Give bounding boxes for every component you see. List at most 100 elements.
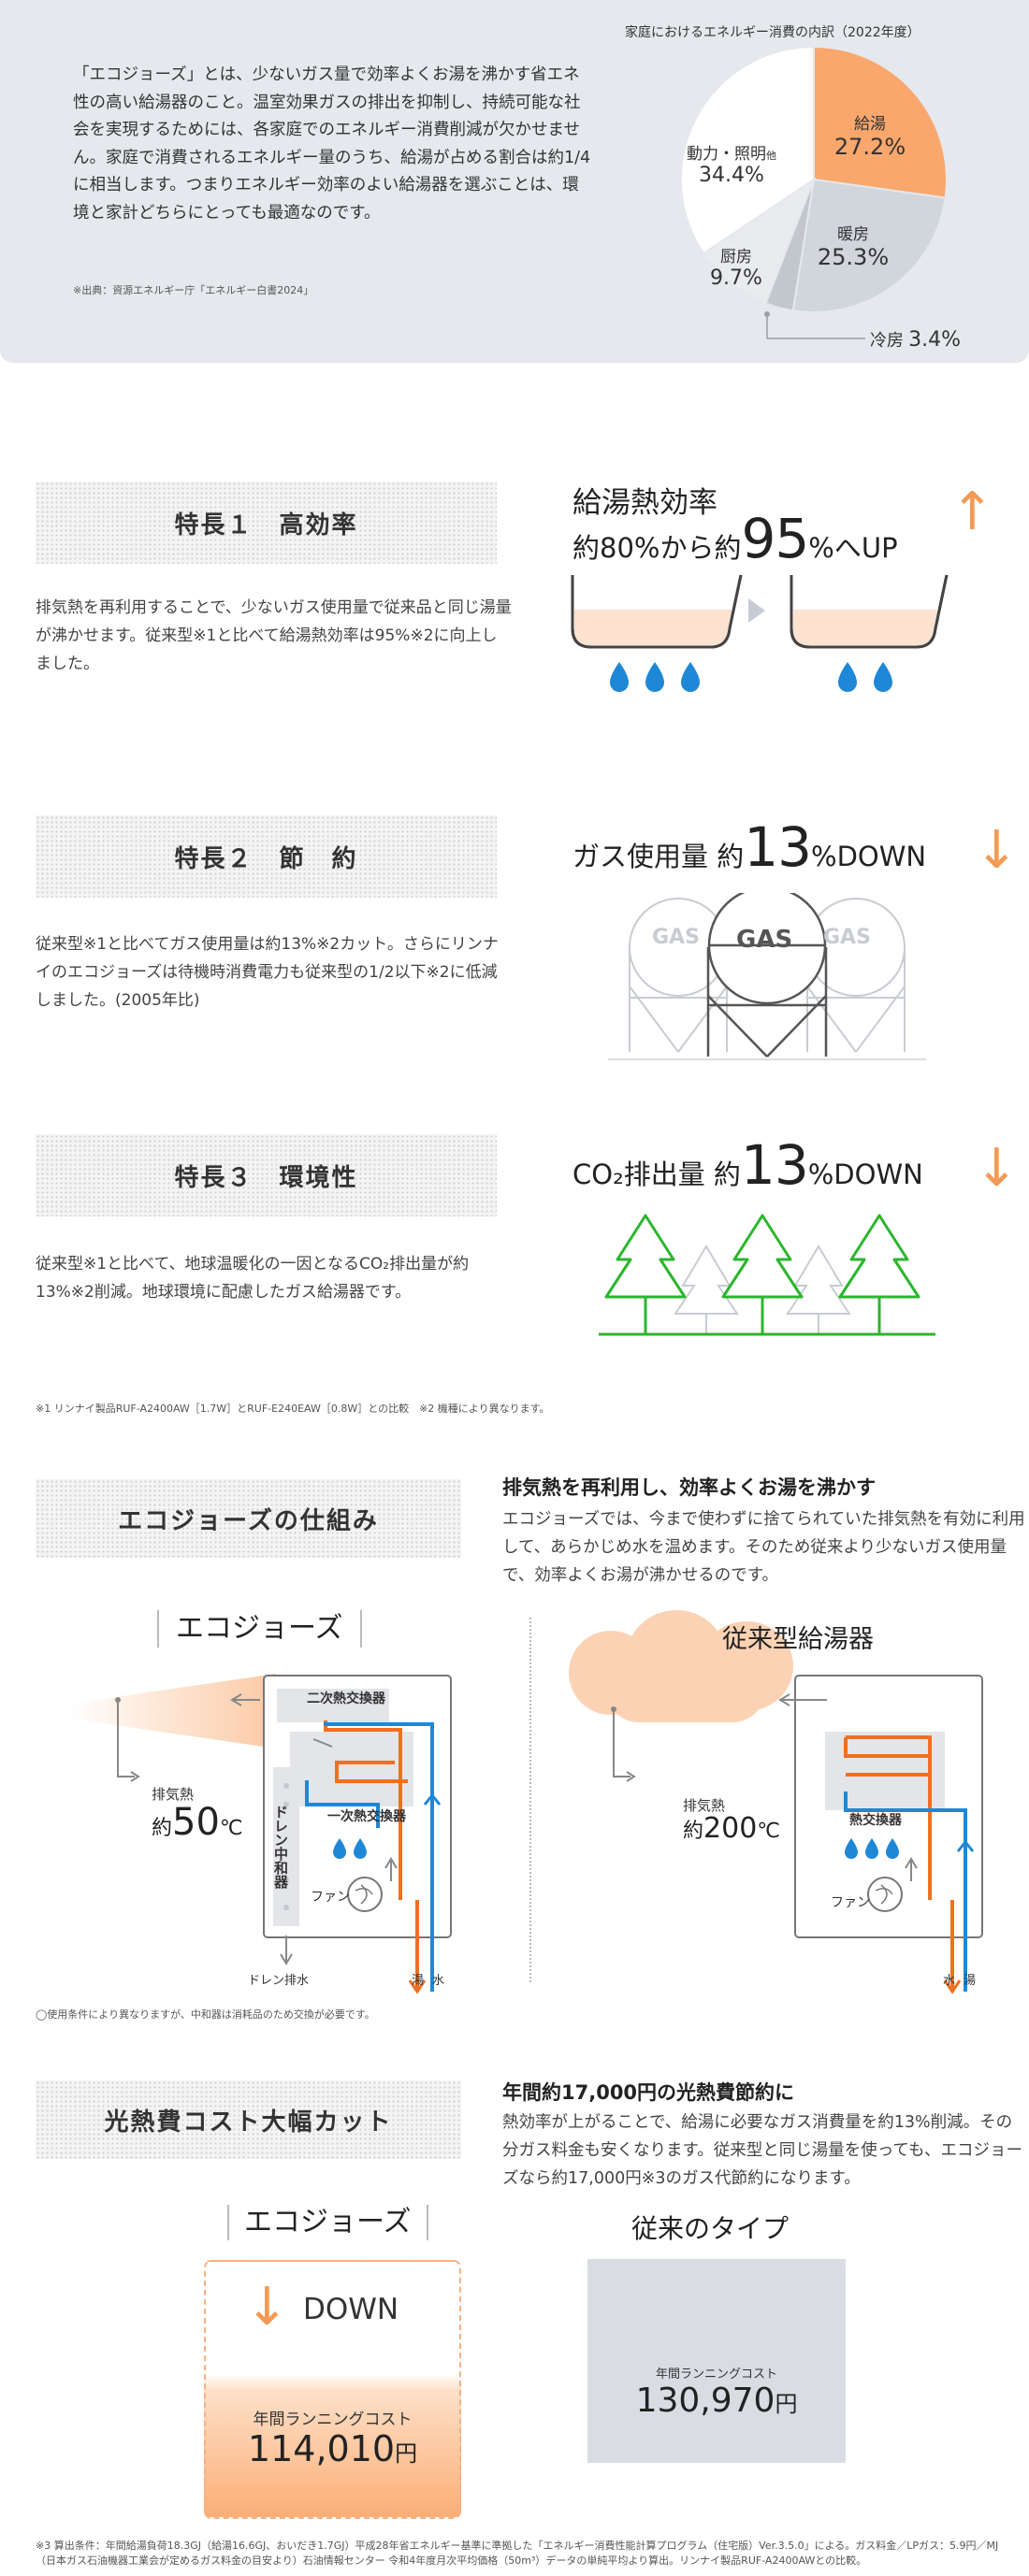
eco-primary-exchanger-label: 一次熱交換器 bbox=[327, 1809, 406, 1824]
pie-label-hot-water-value: 27.2% bbox=[833, 134, 906, 160]
conventional-heater-diagram bbox=[611, 1675, 983, 1994]
conv-exhaust-pre: 約 bbox=[683, 1820, 704, 1843]
eco-diagram-title: エコジョーズ bbox=[157, 1610, 362, 1648]
pie-label-cooling-name: 冷房 bbox=[870, 331, 904, 351]
eco-exhaust-pre: 約 bbox=[152, 1817, 173, 1840]
pie-slice-4 bbox=[680, 45, 815, 255]
smoke-puff bbox=[606, 1657, 765, 1722]
cost-eco-bar bbox=[204, 2260, 461, 2519]
cost-footnote: ※3 算出条件：年間給湯負荷18.3GJ（給湯16.6GJ、おいだき1.7GJ）… bbox=[36, 2540, 999, 2567]
cost-eco-label: 年間ランニングコスト bbox=[253, 2411, 413, 2429]
feature1-headline-post: %へUP bbox=[808, 532, 898, 564]
pie-slice-3 bbox=[702, 177, 817, 305]
pie-label-heating-value: 25.3% bbox=[817, 244, 890, 270]
feature3-headline-pre: CO₂排出量 約 bbox=[572, 1158, 741, 1190]
feature2-headline-big: 13 bbox=[744, 815, 812, 879]
conv-diagram-title: 従来型給湯器 bbox=[722, 1625, 874, 1654]
conv-exhaust-value: 200 bbox=[703, 1812, 758, 1845]
conv-fan-label: ファン bbox=[831, 1895, 870, 1910]
cooling-leader-dot bbox=[764, 311, 770, 317]
feature1-headline-pre: 約80%から約 bbox=[572, 532, 742, 564]
eco-fan-label: ファン bbox=[311, 1890, 350, 1905]
intro-paragraph: 「エコジョーズ」とは、少ないガス量で効率よくお湯を沸かす省エネ性の高い給湯器のこ… bbox=[73, 65, 591, 223]
eco-drain-out-label: ドレン排水 bbox=[248, 1974, 310, 1988]
water-tanks-illustration bbox=[571, 574, 949, 692]
conv-exhaust-label: 排気熱 bbox=[683, 1797, 726, 1814]
feature3-headline-post: %DOWN bbox=[807, 1158, 923, 1190]
conv-exhaust-unit: ℃ bbox=[757, 1820, 780, 1843]
pie-title: 家庭におけるエネルギー消費の内訳（2022年度） bbox=[625, 25, 920, 40]
pie-slice-1 bbox=[791, 178, 947, 313]
eco-hot-label: 湯 bbox=[412, 1974, 425, 1988]
pie-label-hot-water: 給湯 27.2% bbox=[823, 110, 917, 160]
intro-source: ※出典：資源エネルギー庁「エネルギー白書2024」 bbox=[73, 284, 314, 296]
pie-label-heating-name: 暖房 bbox=[837, 225, 869, 244]
cost-eco-title: エコジョーズ bbox=[227, 2205, 428, 2240]
feature1-headline-line1: 給湯熱効率 bbox=[572, 486, 717, 520]
pie-label-cooling-value: 3.4% bbox=[908, 328, 961, 352]
feature2-headline-pre: ガス使用量 約 bbox=[572, 841, 745, 872]
feature1-heading: 特長１ 高効率 bbox=[36, 482, 497, 564]
cost-subheading: 年間約17,000円の光熱費節約に bbox=[502, 2081, 795, 2104]
cost-conv-title: 従来のタイプ bbox=[631, 2213, 790, 2244]
mechanism-note: ◯使用条件により異なりますが、中和器は消耗品のため交換が必要です。 bbox=[36, 2008, 375, 2021]
trees-illustration bbox=[599, 1214, 935, 1336]
feature3-headline-big: 13 bbox=[740, 1133, 809, 1197]
pie-label-kitchen-value: 9.7% bbox=[710, 266, 762, 290]
pie-label-kitchen-name: 厨房 bbox=[720, 248, 752, 266]
cost-conv-number: 130,970 bbox=[635, 2382, 775, 2420]
footnote-1: ※1 リンナイ製品RUF-A2400AW［1.7W］とRUF-E240EAW［0… bbox=[36, 1403, 550, 1415]
cost-eco-yen: 円 bbox=[395, 2440, 418, 2467]
eco-exhaust-label: 排気熱 bbox=[152, 1786, 195, 1803]
pie-label-kitchen: 厨房 9.7% bbox=[694, 243, 778, 290]
eco-heater-diagram bbox=[115, 1675, 452, 1994]
up-arrow-icon: ↑ bbox=[950, 482, 994, 542]
eco-exhaust-value: 50 bbox=[172, 1801, 220, 1844]
conv-exchanger-label: 熱交換器 bbox=[849, 1813, 902, 1828]
pie-label-power: 動力・照明他 34.4% bbox=[675, 140, 788, 187]
conv-water-label: 水 bbox=[943, 1974, 956, 1988]
eco-drain-unit-label: ドレン中和器 bbox=[272, 1805, 289, 1889]
cost-body: 熱効率が上がることで、給湯に必要なガス消費量を約13%削減。その分ガス料金も安く… bbox=[502, 2113, 1022, 2188]
pie-label-power-value: 34.4% bbox=[699, 164, 764, 187]
cost-conv-bar bbox=[587, 2259, 846, 2463]
cost-down-label: DOWN bbox=[303, 2293, 399, 2326]
cost-down-arrow-icon: ↓ bbox=[245, 2277, 289, 2338]
mechanism-heading: エコジョーズの仕組み bbox=[36, 1479, 461, 1558]
feature1-body: 排気熱を再利用することで、少ないガス使用量で従来品と同じ湯量が沸かせます。従来型… bbox=[36, 598, 512, 673]
eco-water-label: 水 bbox=[432, 1974, 445, 1988]
pie-label-hot-water-name: 給湯 bbox=[854, 115, 886, 134]
conv-hot-label: 湯 bbox=[964, 1974, 977, 1988]
cost-eco-value: 114,010円 bbox=[204, 2428, 461, 2469]
feature1-headline-big: 95 bbox=[741, 507, 809, 570]
pie-label-power-suffix: 他 bbox=[766, 150, 776, 162]
down-arrow-icon-2: ↓ bbox=[975, 1138, 1019, 1199]
pie-label-power-name: 動力・照明 bbox=[687, 145, 766, 164]
cost-heading: 光熱費コスト大幅カット bbox=[36, 2080, 461, 2159]
conv-exhaust-temp: 約200℃ bbox=[683, 1812, 780, 1845]
feature1-headline: 約80%から約95%へUP bbox=[572, 507, 898, 570]
cost-conv-label: 年間ランニングコスト bbox=[655, 2367, 777, 2382]
gas-tank-label-left: GAS bbox=[652, 926, 700, 949]
gas-tank-label-right: GAS bbox=[823, 926, 871, 949]
cost-eco-number: 114,010 bbox=[247, 2428, 396, 2469]
gas-tanks-illustration bbox=[608, 893, 926, 1060]
feature2-headline: ガス使用量 約13%DOWN bbox=[572, 815, 926, 879]
feature2-body: 従来型※1と比べてガス使用量は約13%※2カット。さらにリンナイのエコジョーズは… bbox=[36, 935, 499, 1010]
cost-conv-yen: 円 bbox=[775, 2391, 798, 2417]
feature2-headline-post: %DOWN bbox=[811, 841, 927, 872]
gas-tank-label-center: GAS bbox=[736, 926, 793, 954]
down-arrow-icon: ↓ bbox=[975, 820, 1019, 881]
pie-label-cooling: 冷房 3.4% bbox=[870, 327, 961, 352]
feature3-headline: CO₂排出量 約13%DOWN bbox=[572, 1133, 923, 1197]
pie-label-heating: 暖房 25.3% bbox=[806, 221, 900, 270]
cost-conv-value: 130,970円 bbox=[587, 2382, 846, 2420]
eco-secondary-exchanger-label: 二次熱交換器 bbox=[307, 1691, 385, 1706]
mechanism-subheading: 排気熱を再利用し、効率よくお湯を沸かす bbox=[502, 1476, 876, 1499]
feature3-heading: 特長３ 環境性 bbox=[36, 1134, 497, 1216]
feature2-heading: 特長２ 節 約 bbox=[36, 815, 497, 898]
mechanism-body: エコジョーズでは、今まで使わずに捨てられていた排気熱を有効に利用して、あらかじめ… bbox=[502, 1510, 1025, 1585]
smoke-cloud bbox=[569, 1610, 801, 1722]
pie-slice-0 bbox=[813, 45, 948, 199]
feature3-body: 従来型※1と比べて、地球温暖化の一因となるCO₂排出量が約13%※2削減。地球環… bbox=[36, 1255, 470, 1302]
